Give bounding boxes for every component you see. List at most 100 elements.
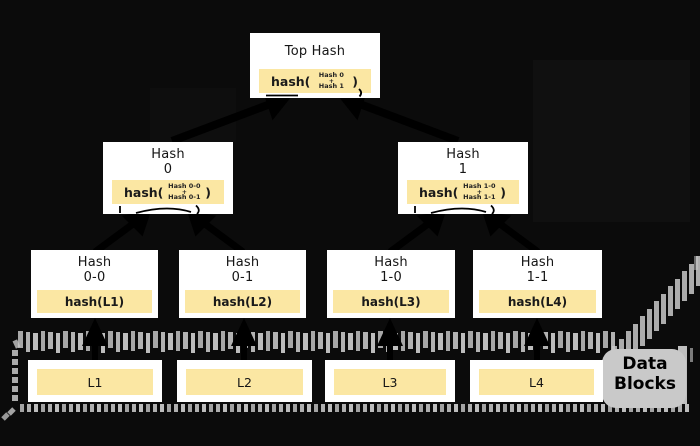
dash-segment bbox=[580, 331, 585, 351]
dash-segment bbox=[139, 404, 143, 412]
dash-segment bbox=[100, 333, 105, 353]
dash-segment bbox=[310, 331, 315, 351]
dash-segment bbox=[34, 404, 38, 412]
dash-segment bbox=[689, 263, 694, 294]
dash-segment bbox=[377, 404, 381, 412]
dash-segment bbox=[85, 331, 90, 351]
node-data-block-l2: L2 bbox=[177, 360, 312, 402]
hash-value-text: hash(L1) bbox=[64, 294, 125, 309]
dash-segment bbox=[622, 404, 626, 412]
hash-value-text: hash(L3) bbox=[361, 294, 421, 309]
dash-segment bbox=[181, 404, 185, 412]
dash-segment bbox=[657, 404, 661, 412]
node-hash-1-title: Hash bbox=[446, 147, 480, 162]
hash-args: Hash 0 + Hash 1 bbox=[318, 70, 344, 90]
dash-segment bbox=[93, 332, 98, 349]
dash-segment bbox=[647, 308, 652, 339]
dash-segment bbox=[440, 404, 444, 412]
dash-segment bbox=[643, 404, 647, 412]
dash-segment bbox=[601, 404, 605, 412]
dash-segment bbox=[415, 333, 420, 353]
dash-segment bbox=[384, 404, 388, 412]
dash-segment bbox=[243, 331, 248, 348]
node-hash-1-1-subtitle: 1-1 bbox=[526, 270, 549, 285]
dash-segment bbox=[293, 404, 297, 412]
dash-segment bbox=[453, 332, 458, 349]
dash-segment bbox=[307, 404, 311, 412]
dash-segment bbox=[335, 404, 339, 412]
dash-segment bbox=[550, 333, 555, 353]
dash-segment bbox=[580, 404, 584, 412]
dash-segment bbox=[545, 404, 549, 412]
dash-segment bbox=[558, 331, 563, 348]
dash-segment bbox=[496, 404, 500, 412]
hash-close-paren: ) bbox=[205, 184, 211, 200]
dash-segment bbox=[213, 333, 218, 350]
dash-segment bbox=[370, 333, 375, 353]
dash-segment bbox=[340, 332, 345, 352]
node-hash-1-1: Hash 1-1 hash(L4) bbox=[473, 250, 602, 318]
background-shade bbox=[150, 88, 236, 142]
dash-segment bbox=[538, 404, 542, 412]
dash-segment bbox=[694, 256, 698, 270]
dash-segment bbox=[328, 404, 332, 412]
hash-arg2: Hash 1 bbox=[318, 81, 344, 90]
dash-segment bbox=[461, 404, 465, 412]
dash-segment bbox=[552, 404, 556, 412]
data-block-l3-label: L3 bbox=[334, 369, 446, 395]
dash-segment bbox=[12, 359, 18, 365]
dash-segment bbox=[118, 404, 122, 412]
dash-segment bbox=[445, 331, 450, 351]
dash-segment bbox=[12, 368, 18, 374]
node-hash-0-0-subtitle: 0-0 bbox=[83, 270, 106, 285]
dash-segment bbox=[160, 404, 164, 412]
dash-segment bbox=[430, 332, 435, 352]
dash-segment bbox=[174, 404, 178, 412]
dash-segment bbox=[251, 404, 255, 412]
dash-segment bbox=[188, 404, 192, 412]
dash-segment bbox=[265, 404, 269, 412]
dash-segment bbox=[205, 332, 210, 352]
dash-segment bbox=[272, 404, 276, 412]
dash-segment bbox=[682, 271, 687, 301]
dash-segment bbox=[237, 404, 241, 412]
hash-arg1: Hash 0 bbox=[318, 70, 344, 79]
dash-segment bbox=[419, 404, 423, 412]
top-hash-expression: hash( Hash 0 + Hash 1 ) bbox=[259, 69, 371, 93]
dash-segment bbox=[33, 333, 38, 350]
dash-segment bbox=[664, 404, 668, 412]
node-hash-0-subtitle: 0 bbox=[163, 162, 173, 177]
dash-segment bbox=[447, 404, 451, 412]
hash-close-paren: ) bbox=[500, 184, 506, 200]
node-hash-0-1: Hash 0-1 hash(L2) bbox=[179, 250, 306, 318]
dash-segment bbox=[69, 404, 73, 412]
node-hash-1-1-title: Hash bbox=[520, 255, 555, 270]
node-hash-0-0: Hash 0-0 hash(L1) bbox=[31, 250, 158, 318]
data-block-l4-label: L4 bbox=[479, 369, 594, 395]
dash-segment bbox=[475, 404, 479, 412]
dash-segment bbox=[587, 404, 591, 412]
node-hash-1-0: Hash 1-0 hash(L3) bbox=[327, 250, 455, 318]
dash-segment bbox=[573, 333, 578, 350]
hash-fn: hash( bbox=[271, 73, 311, 89]
dash-segment bbox=[216, 404, 220, 412]
background-shade bbox=[533, 60, 690, 222]
dash-segment bbox=[573, 404, 577, 412]
dash-segment bbox=[78, 333, 83, 350]
dash-segment bbox=[603, 331, 608, 348]
dash-segment bbox=[696, 256, 700, 286]
dash-segment bbox=[20, 404, 24, 412]
hash-fn: hash( bbox=[419, 184, 459, 200]
dash-segment bbox=[318, 332, 323, 349]
dash-segment bbox=[244, 404, 248, 412]
dash-segment bbox=[97, 404, 101, 412]
dash-segment bbox=[303, 333, 308, 350]
dash-segment bbox=[12, 386, 18, 392]
dash-segment bbox=[483, 333, 488, 350]
dash-segment bbox=[460, 333, 465, 353]
dash-segment bbox=[349, 404, 353, 412]
hash-1-0-value: hash(L3) bbox=[333, 290, 449, 313]
dash-segment bbox=[543, 332, 548, 349]
dash-segment bbox=[423, 331, 428, 348]
